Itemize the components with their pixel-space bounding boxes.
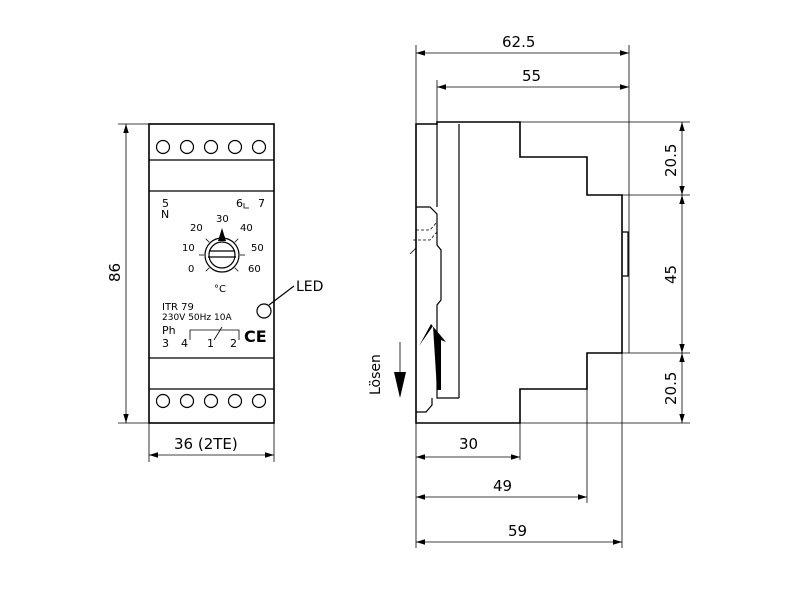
terminal-screw [203,139,219,155]
dial-unit: °C [214,284,226,295]
terminal-label-n: N [161,208,169,221]
front-view: 5 N 6 7 0 10 20 30 40 50 60 °C LED ITR 7… [106,123,323,462]
model-label: ITR 79 [162,302,194,313]
dial-tick [205,267,210,272]
temperature-dial[interactable]: 0 10 20 30 40 50 60 [182,214,264,275]
dim-62-5: 62.5 [502,33,535,51]
dial-label-40: 40 [240,223,253,234]
dial-label-30: 30 [216,214,229,225]
terminal-screw [155,393,171,409]
side-profile-outline [415,121,623,424]
dial-tick [234,238,239,243]
dial-knob[interactable] [204,237,240,273]
terminal-label-5: 5 [162,197,169,210]
terminal-screw [179,139,195,155]
terminal-screw [227,139,243,155]
dim-30: 30 [459,435,478,453]
dial-label-10: 10 [182,243,195,254]
dial-label-60: 60 [248,264,261,275]
dim-55: 55 [522,67,541,85]
terminal-screw [251,139,267,155]
dim-20-5-bottom: 20.5 [662,372,680,405]
phase-label: Ph [162,324,176,337]
dim-49: 49 [493,477,512,495]
dim-20-5-top: 20.5 [662,144,680,177]
led-indicator [256,303,272,319]
release-arrow [419,324,446,390]
dial-tick [205,238,210,243]
dim-86: 86 [106,263,124,282]
terminal-label-4: 4 [181,337,188,350]
dial-label-50: 50 [251,243,264,254]
top-terminal-screws [155,139,267,155]
rating-label: 230V 50Hz 10A [162,313,232,323]
side-view: Lösen 62.5 55 20.5 45 20.5 30 49 59 [368,33,690,548]
dim-59: 59 [508,522,527,540]
dial-ticks [199,232,245,272]
bottom-terminal-screws [155,393,267,409]
terminal-label-1: 1 [207,337,214,350]
terminal-label-3: 3 [162,337,169,350]
terminal-screw [179,393,195,409]
terminal-screw [155,139,171,155]
dial-label-20: 20 [190,223,203,234]
relay-contact-symbol [189,326,240,341]
terminal-label-7: 7 [258,197,265,210]
dim-45: 45 [662,265,680,284]
dim-36-2te: 36 (2TE) [174,435,238,453]
terminal-screw [227,393,243,409]
front-body-outline [148,123,275,424]
release-direction-arrow [394,372,406,398]
terminal-label-2: 2 [230,337,237,350]
release-label: Lösen [368,354,384,395]
terminal-label-6: 6 [236,197,243,210]
dial-label-0: 0 [188,264,194,275]
led-label: LED [296,279,323,295]
terminal-screw [203,393,219,409]
terminal-screw [251,393,267,409]
dial-tick [234,267,239,272]
ce-mark: CE [244,327,267,346]
